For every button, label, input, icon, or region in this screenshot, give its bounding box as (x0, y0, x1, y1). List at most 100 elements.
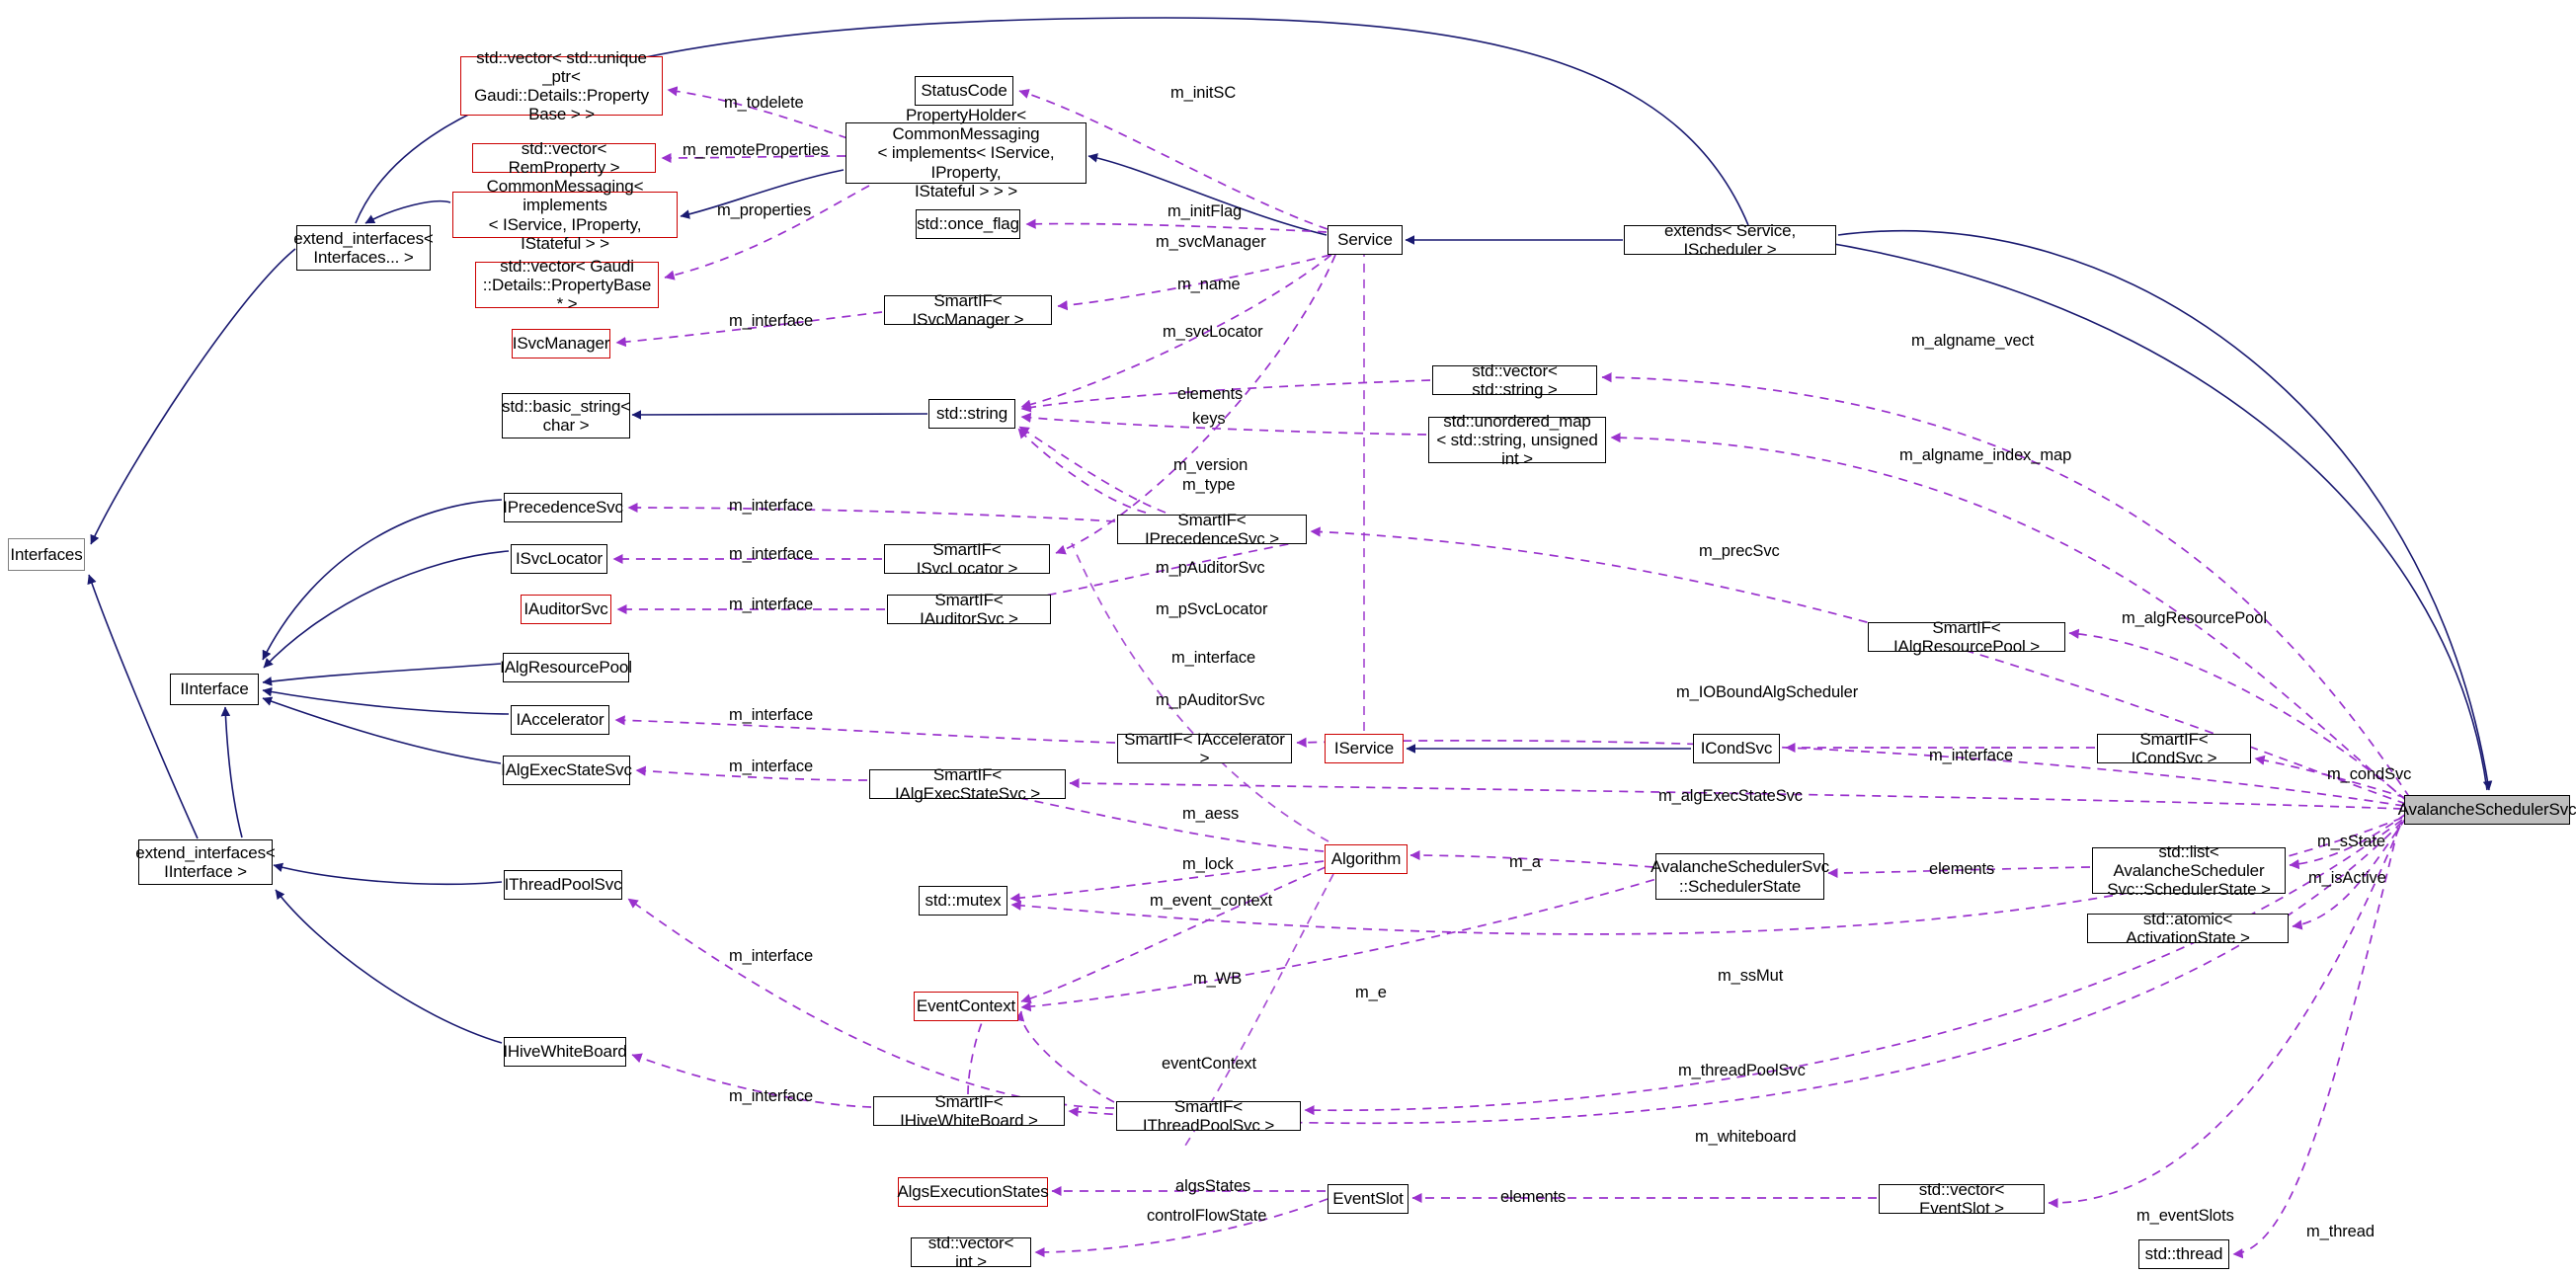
class-node-avalancheschedulersvc[interactable]: AvalancheSchedulerSvc (2398, 795, 2576, 825)
edge-label-m_initFlag: m_initFlag (1167, 202, 1243, 220)
class-node-smartif_iprecedence[interactable]: SmartIF< IPrecedenceSvc > (1117, 511, 1307, 548)
class-node-eventcontext[interactable]: EventContext (914, 992, 1018, 1021)
class-node-std_thread[interactable]: std::thread (2138, 1239, 2229, 1269)
edge-label-m_whiteboard: m_whiteboard (1695, 1128, 1797, 1146)
class-node-vec_string[interactable]: std::vector< std::string > (1432, 361, 1597, 399)
class-node-smartif_iauditorsvc[interactable]: SmartIF< IAuditorSvc > (887, 591, 1051, 628)
class-node-smartif_ialgrespool[interactable]: SmartIF< IAlgResourcePool > (1868, 618, 2065, 656)
edge-label-m_aess: m_aess (1182, 805, 1240, 823)
class-node-propertyholder[interactable]: PropertyHolder< CommonMessaging < implem… (845, 106, 1087, 200)
class-node-smartif_iaccelerator[interactable]: SmartIF< IAccelerator > (1117, 730, 1292, 767)
class-node-statuscode[interactable]: StatusCode (915, 76, 1013, 106)
edge-label-m_interface_svcmgr: m_interface (729, 312, 814, 330)
edge-label-m_event_context: m_event_context (1150, 892, 1273, 910)
edge-label-m_IOBoundAlgScheduler: m_IOBoundAlgScheduler (1676, 683, 1859, 701)
edge-label-keys: keys (1192, 410, 1226, 428)
edge-label-m_algname_index_map: m_algname_index_map (1899, 446, 2072, 464)
edge-label-m_sState: m_sState (2317, 833, 2385, 850)
edge-label-m_interface_auditor: m_interface (729, 596, 814, 613)
edge-label-m_pAuditorSvc_up: m_pAuditorSvc (1156, 559, 1265, 577)
class-node-std_mutex[interactable]: std::mutex (919, 886, 1007, 916)
edge-label-m_algResourcePool: m_algResourcePool (2122, 609, 2267, 627)
edge-label-m_algExecStateSvc: m_algExecStateSvc (1658, 787, 1803, 805)
class-node-ialgexecstatesvc[interactable]: IAlgExecStateSvc (501, 756, 632, 785)
edge-label-m_lock: m_lock (1182, 855, 1234, 873)
edge-label-m_svcManager: m_svcManager (1156, 233, 1266, 251)
class-node-smartif_isvclocator[interactable]: SmartIF< ISvcLocator > (884, 540, 1050, 578)
class-node-commonmessaging[interactable]: CommonMessaging< implements < IService, … (452, 177, 678, 253)
class-node-list_sched_state[interactable]: std::list< AvalancheScheduler Svc::Sched… (2092, 842, 2286, 899)
class-node-eventslot[interactable]: EventSlot (1328, 1184, 1409, 1214)
class-node-basic_string[interactable]: std::basic_string< char > (502, 393, 630, 438)
edge-label-m_interface_tpsvc: m_interface (729, 1087, 814, 1105)
class-node-smartif_ihivewb[interactable]: SmartIF< IHiveWhiteBoard > (873, 1092, 1065, 1130)
edge-label-m_todelete: m_todelete (724, 94, 804, 112)
edge-label-algsStates: algsStates (1175, 1177, 1251, 1195)
class-node-extends_service[interactable]: extends< Service, IScheduler > (1624, 221, 1836, 259)
edge-label-m_interface_hivewb: m_interface (729, 947, 814, 965)
edge-label-m_interface_locator: m_interface (729, 545, 814, 563)
edge-label-m_threadPoolSvc: m_threadPoolSvc (1678, 1062, 1806, 1079)
edge-label-m_properties: m_properties (717, 201, 812, 219)
edge-label-m_interface_mid: m_interface (1171, 649, 1256, 667)
edge-label-m_condSvc: m_condSvc (2327, 765, 2412, 783)
edge-label-controlFlowState: controlFlowState (1147, 1207, 1267, 1225)
edge-label-elements_string: elements (1177, 385, 1244, 403)
class-node-once_flag[interactable]: std::once_flag (916, 209, 1020, 239)
edge-label-m_type: m_type (1182, 476, 1236, 494)
class-node-service[interactable]: Service (1328, 225, 1403, 255)
class-node-smartif_ithreadpool[interactable]: SmartIF< IThreadPoolSvc > (1116, 1097, 1301, 1135)
class-node-smartif_ialgexecstate[interactable]: SmartIF< IAlgExecStateSvc > (869, 765, 1066, 803)
edge-label-m_name: m_name (1177, 276, 1241, 293)
class-node-algorithm[interactable]: Algorithm (1325, 844, 1408, 874)
class-node-iservice[interactable]: IService (1325, 734, 1404, 763)
class-node-atomic_activation[interactable]: std::atomic< ActivationState > (2087, 910, 2289, 947)
edge-label-m_interface_aess: m_interface (729, 757, 814, 775)
edge-label-m_remoteProperties: m_remoteProperties (683, 141, 829, 159)
edge-label-m_interface_accel: m_interface (729, 706, 814, 724)
class-node-iinterface[interactable]: IInterface (170, 674, 259, 705)
class-node-ihivewhiteboard[interactable]: IHiveWhiteBoard (503, 1037, 627, 1067)
class-node-vec_eventslot[interactable]: std::vector< EventSlot > (1879, 1180, 2045, 1218)
class-node-unordered_map[interactable]: std::unordered_map < std::string, unsign… (1428, 412, 1606, 468)
class-node-extend_if_variadic[interactable]: extend_interfaces< Interfaces... > (293, 225, 434, 271)
edge-label-m_pAuditorSvc_low: m_pAuditorSvc (1156, 691, 1265, 709)
class-node-algsexecutionstates[interactable]: AlgsExecutionStates (897, 1177, 1049, 1207)
class-node-iprecedencesvc[interactable]: IPrecedenceSvc (503, 493, 623, 522)
class-node-smartif_isvcmanager[interactable]: SmartIF< ISvcManager > (884, 291, 1052, 329)
class-node-ithreadpoolsvc[interactable]: IThreadPoolSvc (504, 870, 622, 900)
class-node-interfaces[interactable]: Interfaces (8, 538, 85, 571)
edge-label-m_ssMut: m_ssMut (1718, 967, 1784, 985)
class-node-vec_int[interactable]: std::vector< int > (911, 1234, 1031, 1271)
class-node-isvclocator[interactable]: ISvcLocator (511, 544, 607, 574)
class-node-isvcmanager[interactable]: ISvcManager (512, 329, 610, 359)
edge-label-m_isActive: m_isActive (2308, 869, 2386, 887)
class-node-vec_unique_ptr[interactable]: std::vector< std::unique _ptr< Gaudi::De… (460, 48, 663, 123)
class-node-vec_propertybase[interactable]: std::vector< Gaudi ::Details::PropertyBa… (475, 257, 659, 313)
class-node-sched_state[interactable]: AvalancheSchedulerSvc ::SchedulerState (1650, 853, 1829, 900)
edge-label-m_thread: m_thread (2306, 1223, 2375, 1240)
edge-label-m_interface_cond: m_interface (1929, 747, 2014, 764)
edge-label-m_pSvcLocator: m_pSvcLocator (1156, 600, 1268, 618)
edge-label-elements_slot: elements (1500, 1188, 1567, 1206)
class-node-iaccelerator[interactable]: IAccelerator (511, 705, 609, 735)
edge-label-m_algname_vect: m_algname_vect (1911, 332, 2035, 350)
edge-label-m_precSvc: m_precSvc (1699, 542, 1780, 560)
class-node-smartif_icondsvc[interactable]: SmartIF< ICondSvc > (2097, 730, 2251, 767)
edge-label-m_eventSlots: m_eventSlots (2136, 1207, 2234, 1225)
class-node-extend_if_iinterface[interactable]: extend_interfaces< IInterface > (135, 839, 276, 885)
edge-label-m_interface_precsvc: m_interface (729, 497, 814, 515)
class-node-vec_remproperty[interactable]: std::vector< RemProperty > (472, 139, 656, 177)
class-node-iauditorsvc[interactable]: IAuditorSvc (521, 595, 611, 624)
edge-label-m_a: m_a (1509, 853, 1541, 871)
edge-label-m_WB: m_WB (1193, 970, 1243, 988)
edge-label-eventContext: eventContext (1162, 1055, 1257, 1073)
edge-label-m_version: m_version (1173, 456, 1248, 474)
edge-label-m_svcLocator: m_svcLocator (1163, 323, 1263, 341)
class-node-ialgresourcepool[interactable]: IAlgResourcePool (500, 653, 632, 682)
class-node-icondsvc[interactable]: ICondSvc (1693, 734, 1780, 763)
class-node-std_string[interactable]: std::string (928, 399, 1015, 429)
edge-label-m_e: m_e (1355, 984, 1387, 1001)
